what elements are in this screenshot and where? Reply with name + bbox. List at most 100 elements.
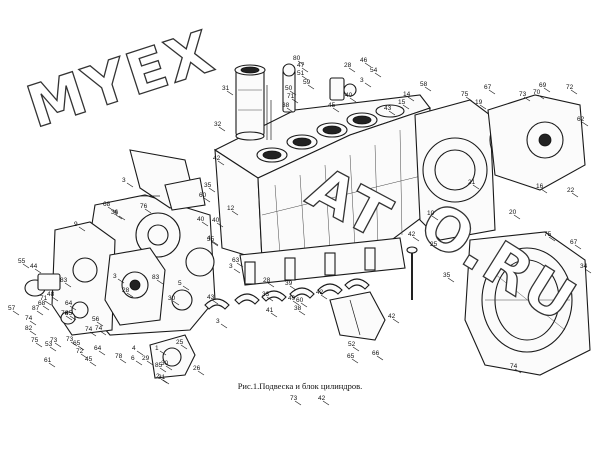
- leader-line: [36, 310, 44, 316]
- part-number-label: 40: [197, 216, 205, 223]
- leader-line: [301, 75, 309, 81]
- part-number-label: 41: [266, 307, 274, 314]
- leader-line: [540, 188, 548, 194]
- leader-line: [226, 90, 234, 96]
- leader-line: [220, 323, 228, 329]
- leader-line: [211, 241, 219, 247]
- part-number-label: 25: [176, 339, 184, 346]
- part-number-label: 70: [533, 89, 541, 96]
- leader-line: [180, 344, 188, 350]
- part-number-label: 31: [158, 374, 166, 381]
- leader-line: [64, 282, 72, 288]
- part-number-label: 68: [103, 201, 111, 208]
- leader-line: [119, 358, 127, 364]
- leader-line: [89, 331, 97, 337]
- oil-pump: [104, 247, 166, 326]
- part-number-label: 75: [461, 91, 469, 98]
- part-number-label: 61: [44, 357, 52, 364]
- part-number-label: 14: [403, 91, 411, 98]
- leader-line: [49, 346, 57, 352]
- part-number-label: 12: [227, 205, 235, 212]
- part-number-label: 60: [199, 192, 207, 199]
- part-number-label: 51: [297, 70, 305, 77]
- leader-line: [208, 187, 216, 193]
- part-number-label: 28: [122, 287, 130, 294]
- pulley: [24, 273, 76, 325]
- part-number-label: 5: [114, 210, 118, 217]
- part-number-label: 47: [297, 62, 305, 69]
- leader-line: [98, 350, 106, 356]
- part-number-label: 67: [484, 84, 492, 91]
- leader-line: [218, 126, 226, 132]
- part-number-label: 21: [468, 179, 476, 186]
- part-number-label: 10: [427, 210, 435, 217]
- part-number-label: 46: [360, 57, 368, 64]
- bearing-shells: [204, 278, 370, 310]
- part-number-label: 38: [282, 102, 290, 109]
- part-number-label: 3: [122, 177, 126, 184]
- leader-line: [78, 226, 86, 232]
- leader-line: [289, 90, 297, 96]
- leader-line: [80, 353, 88, 359]
- part-number-label: 6: [131, 355, 135, 362]
- part-number-label: 74: [510, 363, 518, 370]
- part-number-label: 3: [229, 263, 233, 270]
- part-number-label: 34: [580, 263, 588, 270]
- leader-line: [197, 370, 205, 376]
- part-number-label: 54: [370, 67, 378, 74]
- part-number-label: 38: [294, 305, 302, 312]
- leader-line: [89, 361, 97, 367]
- part-number-label: 2: [156, 373, 160, 380]
- leader-line: [42, 305, 50, 311]
- leader-line: [300, 302, 308, 308]
- leader-line: [270, 312, 278, 318]
- leader-line: [267, 282, 275, 288]
- leader-line: [146, 360, 154, 366]
- leader-line: [376, 355, 384, 361]
- rear-end-plate: [414, 99, 496, 241]
- leader-line: [286, 107, 294, 113]
- leader-line: [77, 345, 85, 351]
- leader-line: [156, 279, 164, 285]
- part-number-label: 35: [443, 272, 451, 279]
- leader-line: [115, 214, 123, 220]
- part-number-label: 71: [40, 295, 48, 302]
- leader-line: [172, 300, 180, 306]
- leader-line: [424, 86, 432, 92]
- part-number-label: 45: [85, 356, 93, 363]
- leader-line: [160, 378, 168, 384]
- part-number-label: 42: [408, 231, 416, 238]
- leader-line: [465, 96, 473, 102]
- leader-line: [523, 96, 531, 102]
- leader-line: [571, 192, 579, 198]
- leader-line: [348, 67, 356, 73]
- part-number-label: 9: [74, 221, 78, 228]
- part-number-label: 72: [76, 348, 84, 355]
- part-number-label: 73: [290, 395, 298, 402]
- engine-mount-bracket-rear: [329, 291, 386, 341]
- leader-line: [352, 346, 360, 352]
- leader-line: [211, 299, 219, 305]
- leader-line: [447, 277, 455, 283]
- leader-line: [29, 330, 37, 336]
- leader-line: [349, 97, 357, 103]
- part-number-label: 30: [161, 360, 169, 367]
- part-number-label: 72: [566, 84, 574, 91]
- part-number-label: 45: [65, 310, 73, 317]
- leader-line: [581, 121, 589, 127]
- part-number-label: 42: [388, 313, 396, 320]
- part-number-label: 1: [155, 345, 159, 352]
- part-number-label: 26: [193, 365, 201, 372]
- part-number-label: 53: [45, 341, 53, 348]
- leader-line: [159, 350, 167, 356]
- part-number-label: 57: [8, 305, 16, 312]
- part-number-label: 62: [577, 116, 585, 123]
- leader-line: [294, 400, 302, 406]
- part-number-label: 31: [222, 85, 230, 92]
- leader-line: [126, 182, 134, 188]
- part-number-label: 83: [152, 274, 160, 281]
- leader-line: [96, 321, 104, 327]
- leader-line: [107, 206, 115, 212]
- part-number-label: 40: [212, 217, 220, 224]
